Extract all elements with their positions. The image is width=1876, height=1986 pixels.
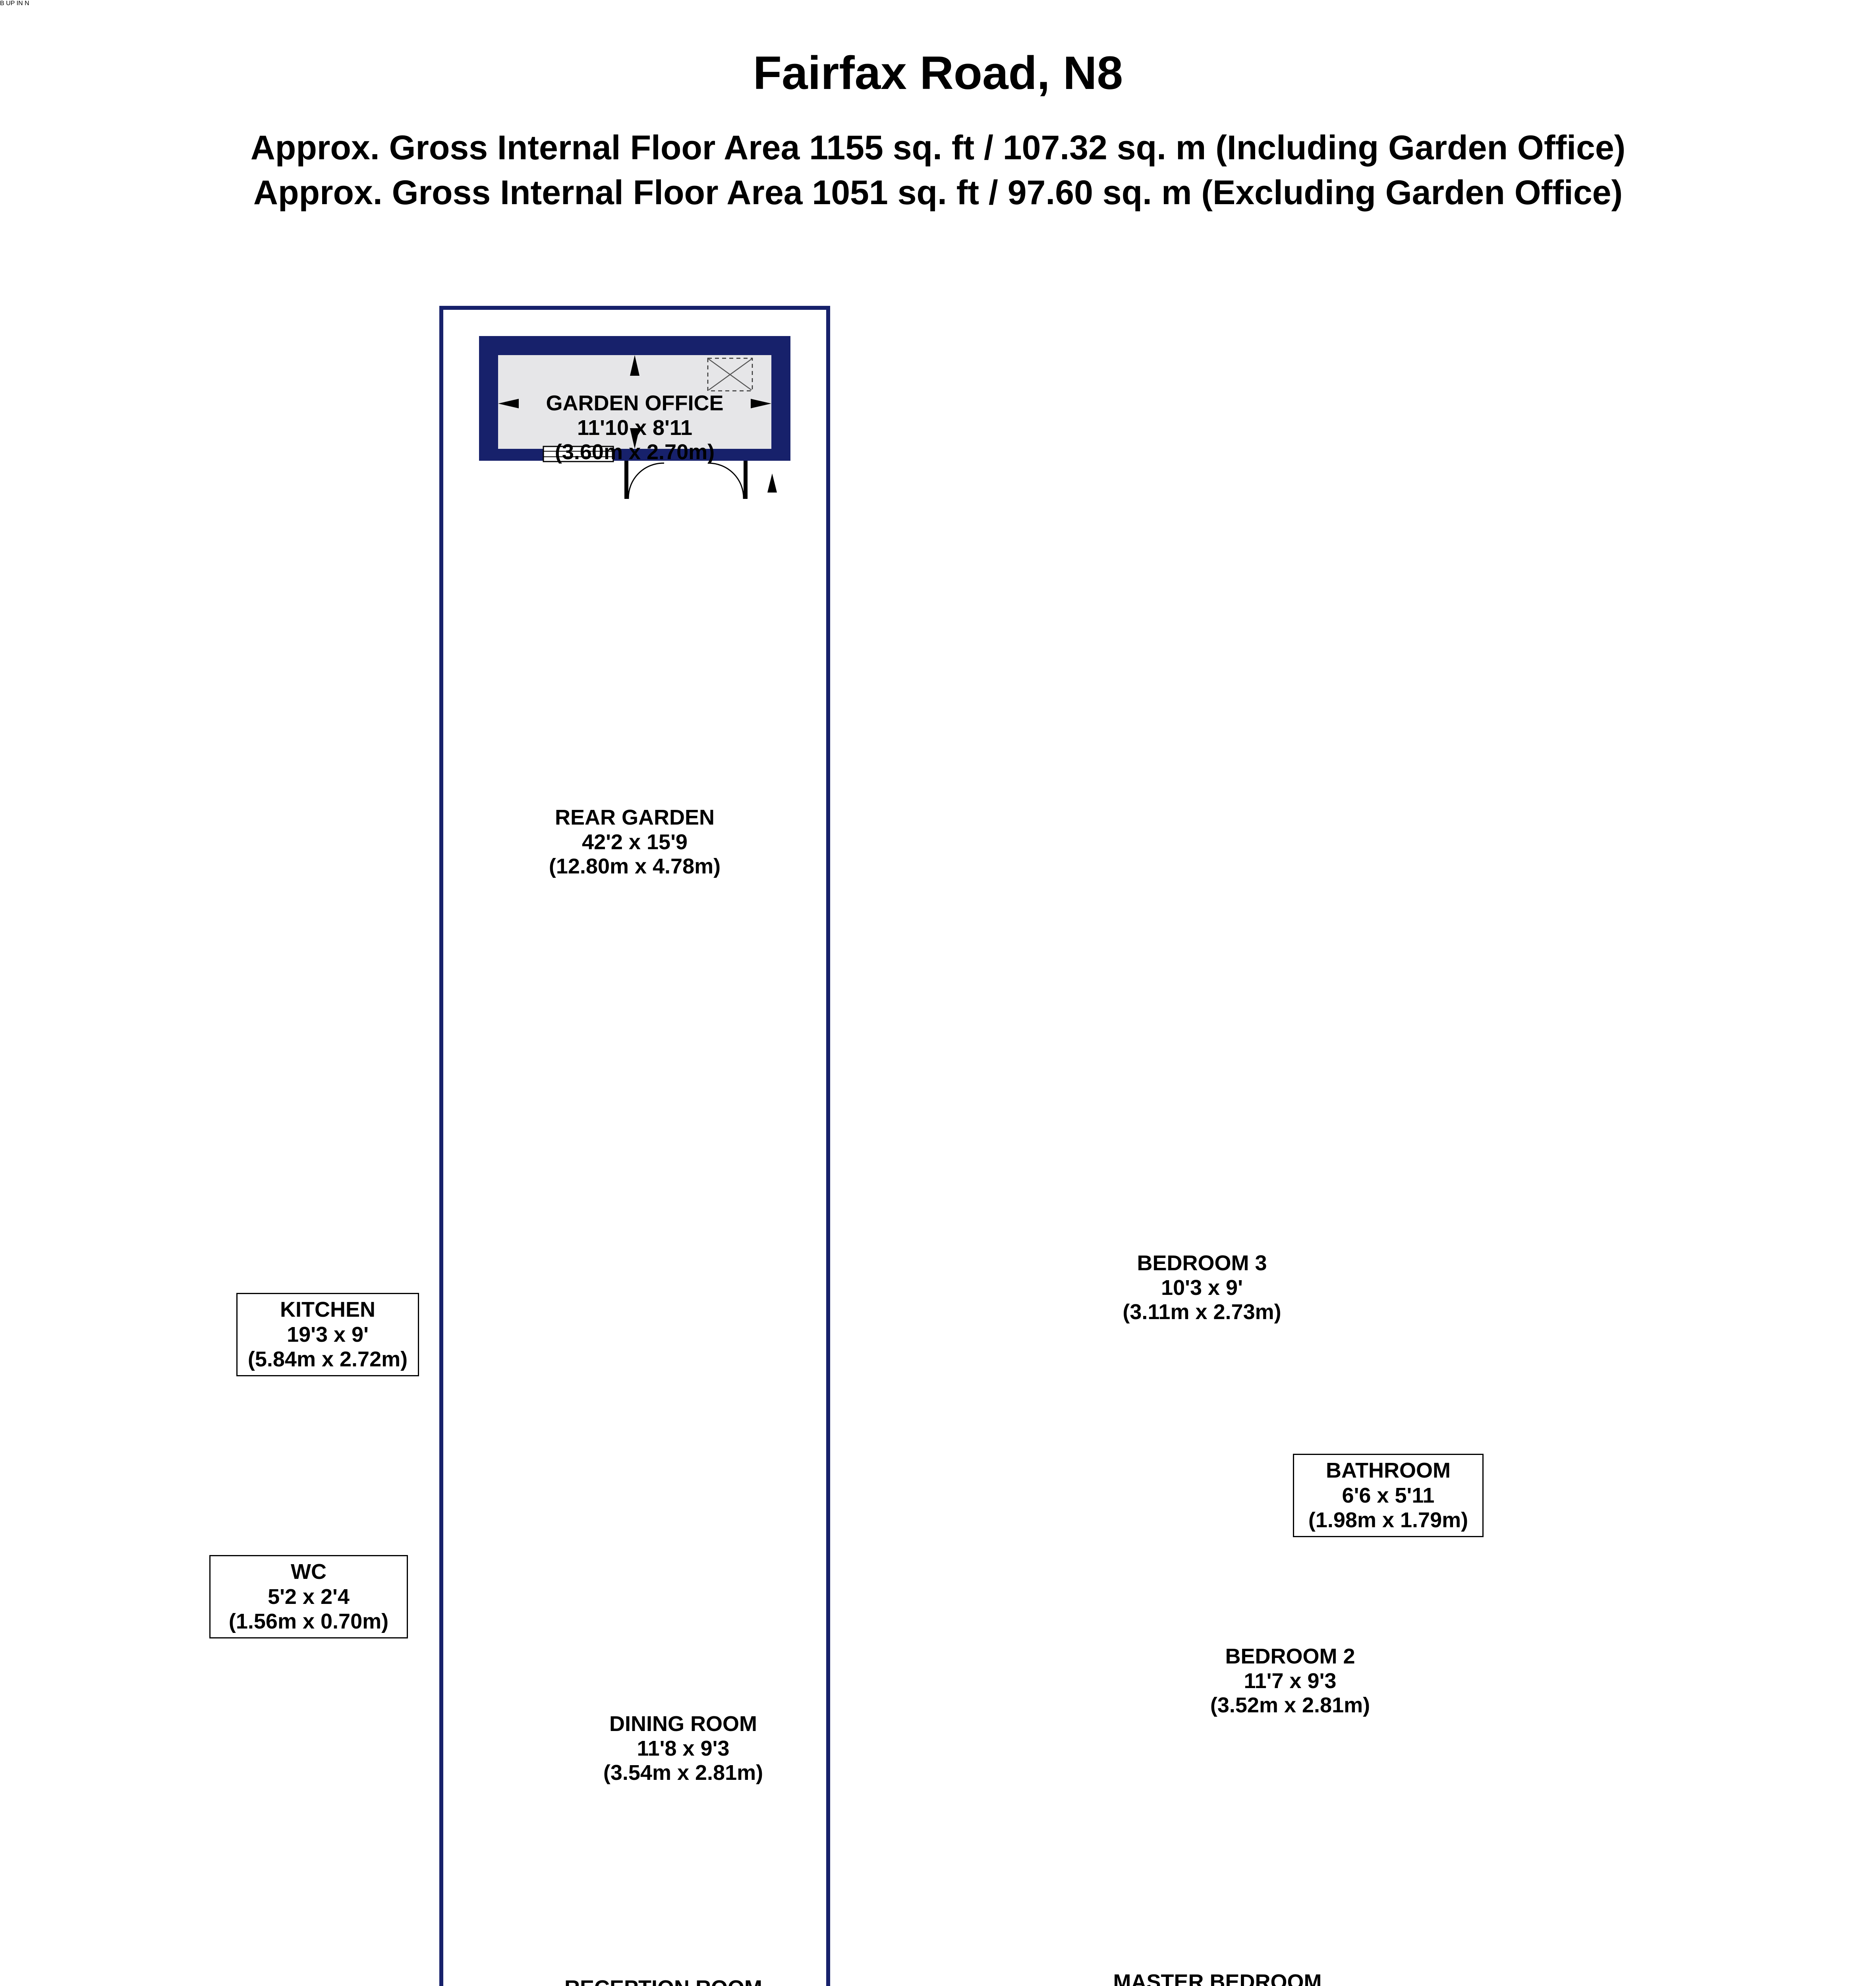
room-label-dining-room: DINING ROOM 11'8 x 9'3 (3.54m x 2.81m) <box>572 1712 794 1785</box>
dining-room-name: DINING ROOM <box>609 1712 757 1736</box>
rear-garden-metric: (12.80m x 4.78m) <box>549 854 721 879</box>
room-label-bedroom-2: BEDROOM 2 11'7 x 9'3 (3.52m x 2.81m) <box>1207 1644 1374 1718</box>
dining-room-imperial: 11'8 x 9'3 <box>637 1736 730 1760</box>
garden-office-structure <box>479 336 790 499</box>
bathroom-name: BATHROOM <box>1326 1459 1451 1482</box>
compass-rose: N <box>25 0 29 7</box>
garden-office-name: GARDEN OFFICE <box>546 391 724 415</box>
boiler-cupboard: B <box>0 0 6 7</box>
area-including-garden-office: Approx. Gross Internal Floor Area 1155 s… <box>250 128 1626 167</box>
room-label-bedroom-3: BEDROOM 3 10'3 x 9' (3.11m x 2.73m) <box>1061 1251 1343 1325</box>
boiler-label: B <box>0 0 4 7</box>
bedroom3-name: BEDROOM 3 <box>1137 1251 1267 1275</box>
room-label-master-bedroom: MASTER BEDROOM 15'1 x 11'6 (4.57m x 3.48… <box>1061 1970 1374 1986</box>
room-label-garden-office: GARDEN OFFICE 11'10 x 8'11 (3.60m x 2.70… <box>498 391 771 465</box>
bedroom3-imperial: 10'3 x 9' <box>1161 1275 1243 1300</box>
compass-north-label: N <box>24 0 29 7</box>
page-title: Fairfax Road, N8 <box>753 47 1123 99</box>
rear-garden-imperial: 42'2 x 15'9 <box>582 830 688 854</box>
bedroom2-metric: (3.52m x 2.81m) <box>1210 1693 1370 1717</box>
wc-name: WC <box>291 1560 327 1584</box>
wc-imperial: 5'2 x 2'4 <box>268 1584 350 1609</box>
garden-office-imperial: 11'10 x 8'11 <box>577 415 692 440</box>
room-label-kitchen: KITCHEN 19'3 x 9' (5.84m x 2.72m) <box>236 1293 419 1376</box>
kitchen-name: KITCHEN <box>280 1298 375 1321</box>
kitchen-imperial: 19'3 x 9' <box>287 1322 369 1347</box>
page-header: Fairfax Road, N8 Approx. Gross Internal … <box>0 47 1876 216</box>
bathroom-metric: (1.98m x 1.79m) <box>1308 1508 1468 1532</box>
wc-metric: (1.56m x 0.70m) <box>228 1609 389 1634</box>
master-bedroom-name: MASTER BEDROOM <box>1113 1970 1322 1986</box>
dining-room-metric: (3.54m x 2.81m) <box>603 1761 763 1785</box>
rear-garden-name: REAR GARDEN <box>554 806 715 829</box>
entrance-in-label: IN <box>16 0 23 7</box>
rear-garden-boundary <box>439 306 830 1986</box>
bedroom3-metric: (3.11m x 2.73m) <box>1123 1300 1281 1324</box>
room-label-reception-room: RECEPTION ROOM 13'10 x 11'5 (4.20m x 3.4… <box>528 1976 798 1986</box>
bedroom2-name: BEDROOM 2 <box>1225 1644 1355 1668</box>
reception-room-name: RECEPTION ROOM <box>528 1976 798 1986</box>
ground-floor-house: B <box>0 0 25 7</box>
room-label-wc: WC 5'2 x 2'4 (1.56m x 0.70m) <box>209 1555 408 1638</box>
garden-office-metric: (3.60m x 2.70m) <box>554 440 715 464</box>
kitchen-metric: (5.84m x 2.72m) <box>247 1347 408 1372</box>
room-label-bathroom: BATHROOM 6'6 x 5'11 (1.98m x 1.79m) <box>1293 1454 1484 1537</box>
room-label-rear-garden: REAR GARDEN 42'2 x 15'9 (12.80m x 4.78m) <box>439 806 830 879</box>
area-excluding-garden-office: Approx. Gross Internal Floor Area 1051 s… <box>253 174 1623 212</box>
stairs-up-label: UP <box>6 0 15 7</box>
bedroom2-imperial: 11'7 x 9'3 <box>1244 1669 1337 1693</box>
bathroom-imperial: 6'6 x 5'11 <box>1342 1483 1435 1507</box>
